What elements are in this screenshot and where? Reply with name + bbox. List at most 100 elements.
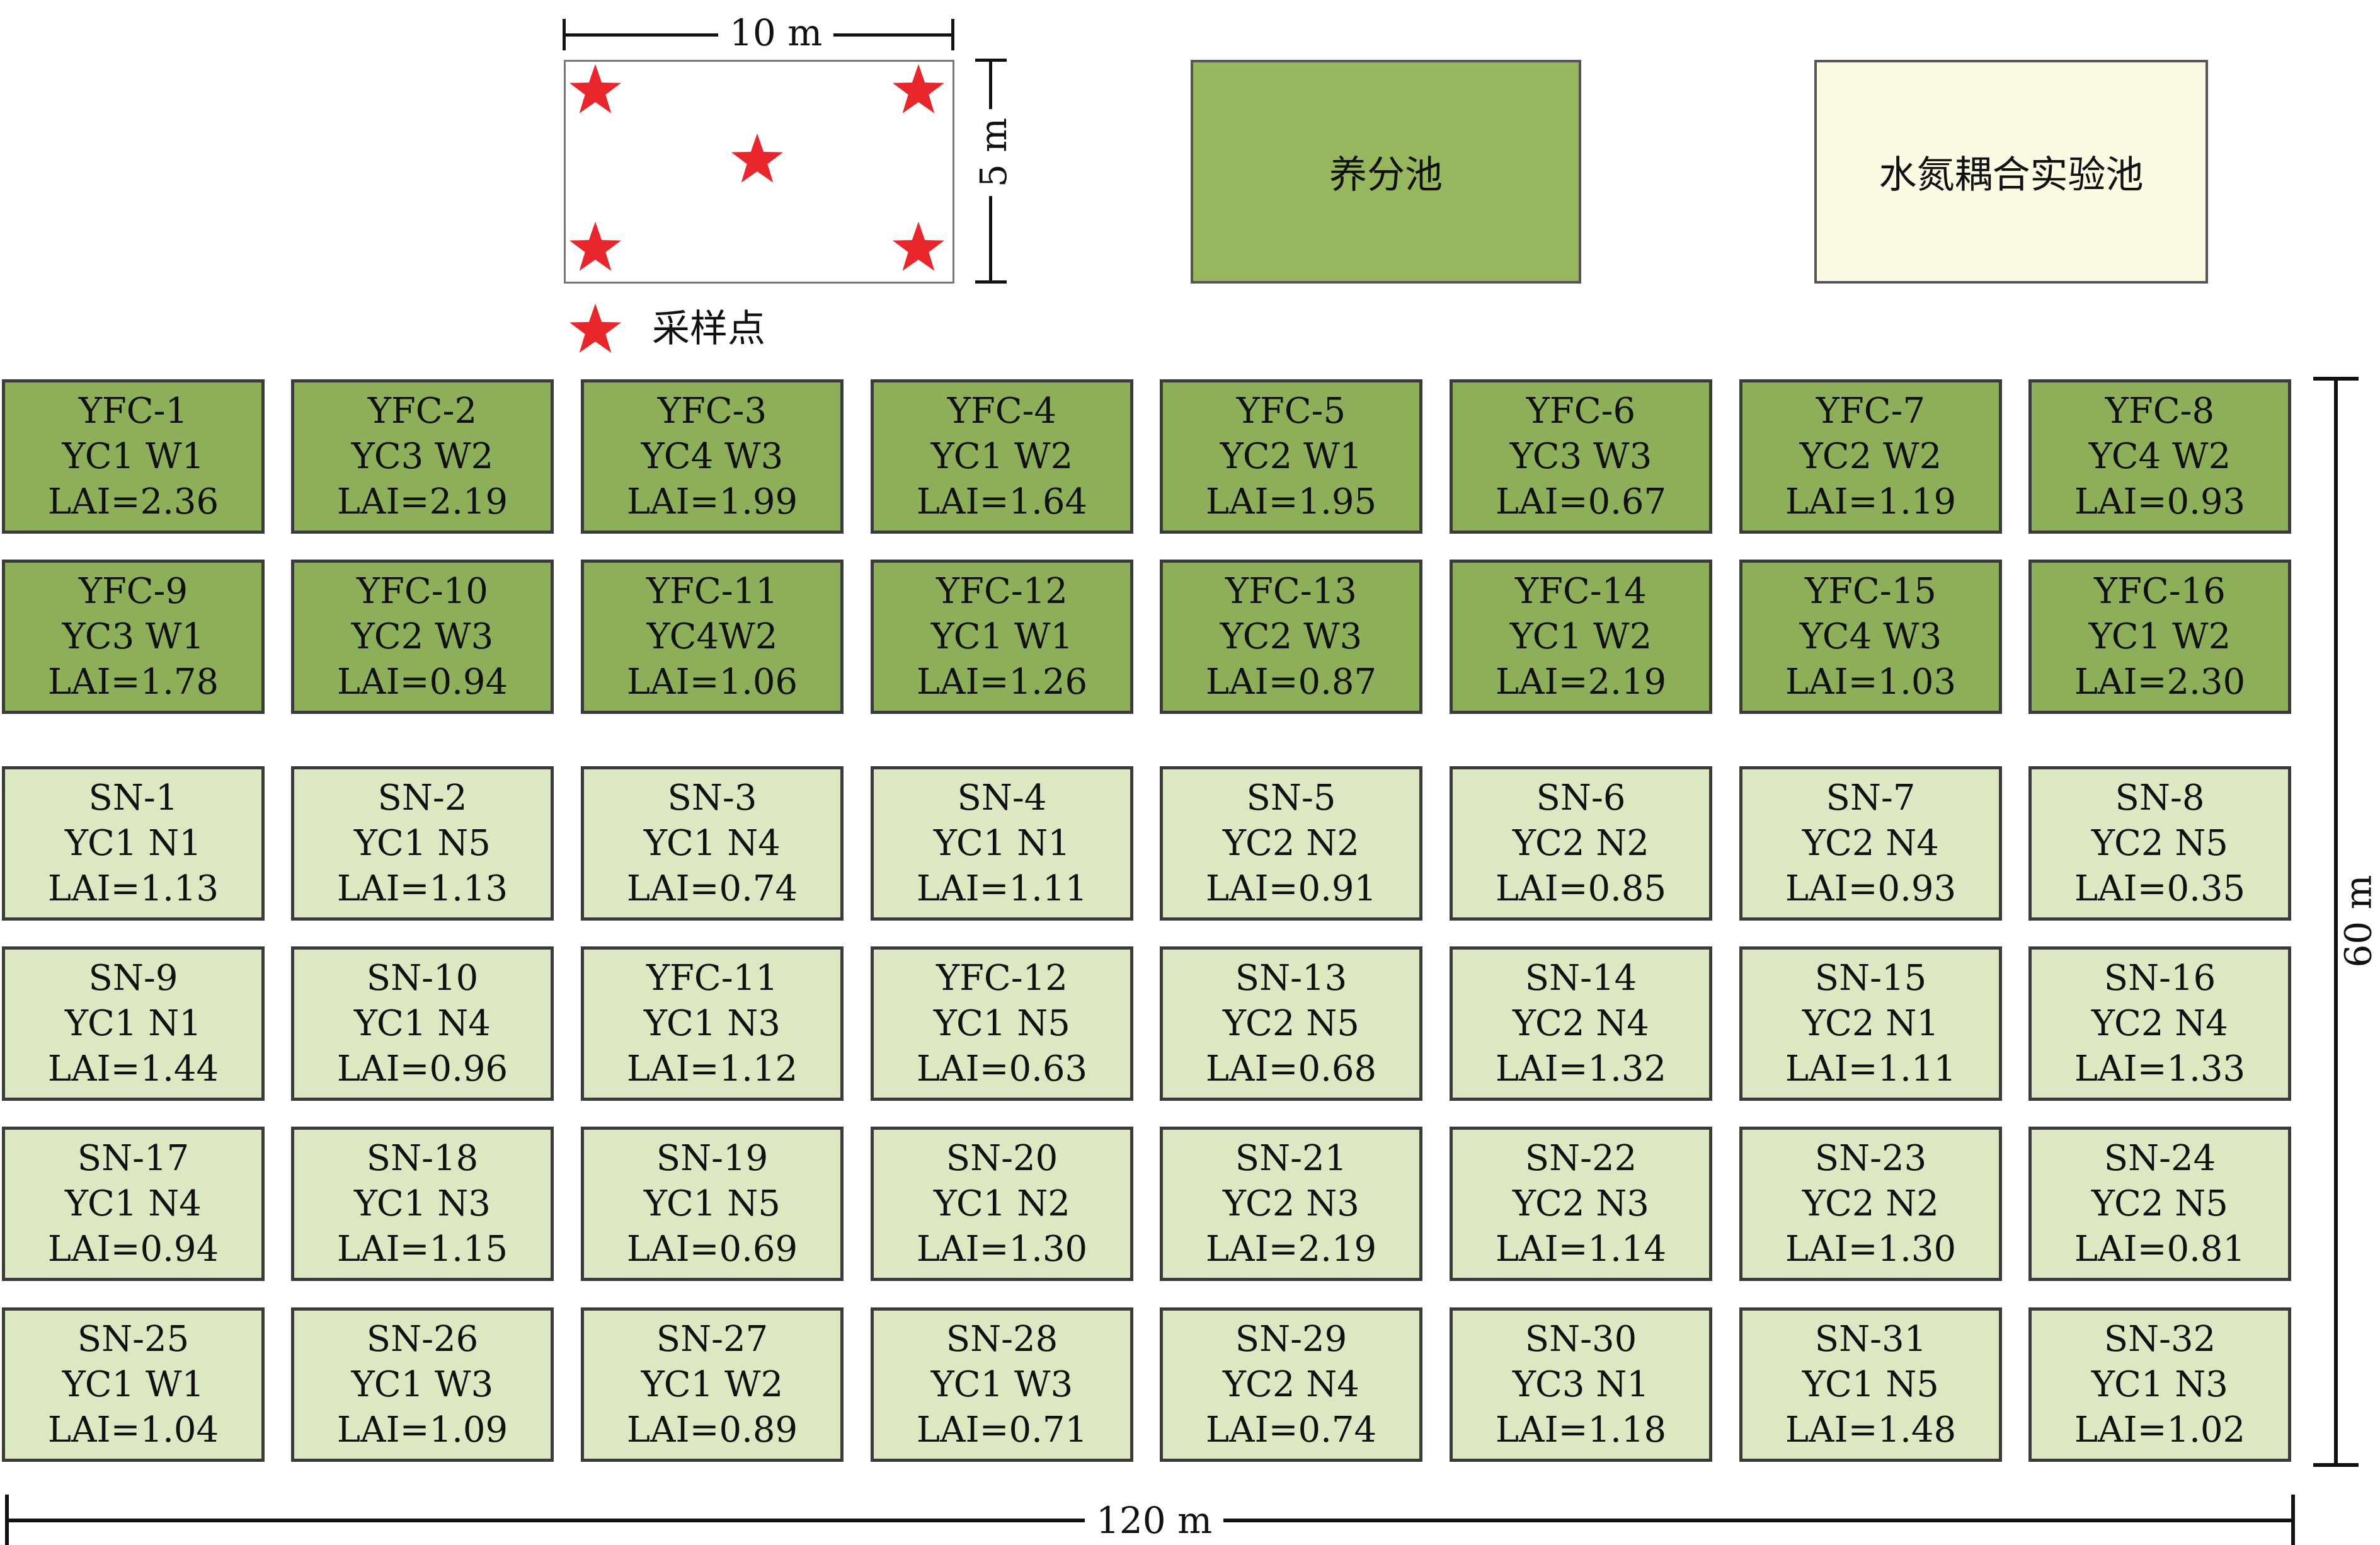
plot-id: YFC-15 bbox=[1805, 570, 1937, 612]
plot-treatment: YC1 W2 bbox=[1509, 616, 1652, 657]
plot-id: SN-18 bbox=[366, 1137, 479, 1179]
plot-id: YFC-8 bbox=[2105, 390, 2215, 432]
plot-lai: LAI=1.02 bbox=[2074, 1409, 2246, 1450]
plot-id: SN-26 bbox=[366, 1318, 479, 1360]
plot-lai: LAI=1.32 bbox=[1495, 1048, 1667, 1089]
plot-lai: LAI=2.19 bbox=[1205, 1228, 1377, 1270]
plot-id: YFC-6 bbox=[1526, 390, 1636, 432]
plot-lai: LAI=0.93 bbox=[1785, 868, 1957, 909]
plot-id: SN-6 bbox=[1536, 777, 1626, 818]
inset-height-tick-top bbox=[975, 59, 1007, 62]
plot-lai: LAI=0.93 bbox=[2074, 481, 2246, 522]
plot-id: YFC-5 bbox=[1236, 390, 1346, 432]
plot-id: SN-15 bbox=[1814, 957, 1927, 999]
plot-treatment: YC1 W1 bbox=[930, 616, 1073, 657]
plot-lai: LAI=1.48 bbox=[1785, 1409, 1957, 1450]
plot-id: YFC-13 bbox=[1225, 570, 1357, 612]
plot-treatment: YC1 W3 bbox=[351, 1364, 494, 1405]
plot-lai: LAI=1.99 bbox=[626, 481, 798, 522]
plot-id: YFC-3 bbox=[657, 390, 767, 432]
plot-treatment: YC3 N1 bbox=[1513, 1364, 1649, 1405]
plot-id: SN-14 bbox=[1525, 957, 1637, 999]
plot-lai: LAI=2.19 bbox=[1495, 661, 1667, 703]
plot-id: SN-21 bbox=[1235, 1137, 1347, 1179]
plot-treatment: YC1 N4 bbox=[65, 1183, 202, 1224]
plot-lai: LAI=0.81 bbox=[2074, 1228, 2246, 1270]
plot-id: YFC-9 bbox=[78, 570, 188, 612]
field-height-label: 60 m bbox=[2337, 863, 2380, 979]
plot-treatment: YC2 N4 bbox=[2091, 1002, 2228, 1044]
plot-id: SN-16 bbox=[2103, 957, 2216, 999]
plot-id: SN-22 bbox=[1525, 1137, 1637, 1179]
plot-treatment: YC1 W2 bbox=[2088, 616, 2231, 657]
plot-id: SN-9 bbox=[88, 957, 178, 999]
plot-treatment: YC1 W2 bbox=[930, 435, 1073, 477]
plot-treatment: YC1 N4 bbox=[644, 822, 781, 864]
plot-id: SN-13 bbox=[1235, 957, 1347, 999]
plot-lai: LAI=0.63 bbox=[916, 1048, 1088, 1089]
plot-lai: LAI=1.26 bbox=[916, 661, 1088, 703]
plot-id: YFC-1 bbox=[78, 390, 188, 432]
plot-treatment: YC2 N3 bbox=[1223, 1183, 1359, 1224]
plot-lai: LAI=1.04 bbox=[47, 1409, 219, 1450]
plot-id: SN-1 bbox=[88, 777, 178, 818]
plot-lai: LAI=1.03 bbox=[1785, 661, 1957, 703]
plot-treatment: YC2 N2 bbox=[1513, 822, 1649, 864]
plot-lai: LAI=2.19 bbox=[336, 481, 508, 522]
plot-id: SN-30 bbox=[1525, 1318, 1637, 1360]
plot-treatment: YC1 W1 bbox=[62, 1364, 205, 1405]
sampling-star-icon bbox=[892, 64, 945, 113]
plot-id: YFC-12 bbox=[936, 957, 1068, 999]
plot-lai: LAI=1.12 bbox=[626, 1048, 798, 1089]
plot-treatment: YC2 N5 bbox=[2091, 822, 2228, 864]
plot-treatment: YC1 N1 bbox=[934, 822, 1070, 864]
legend-star-icon bbox=[569, 303, 622, 353]
plot-lai: LAI=1.18 bbox=[1495, 1409, 1667, 1450]
plot-lai: LAI=0.91 bbox=[1205, 868, 1377, 909]
plot-treatment: YC3 W3 bbox=[1509, 435, 1652, 477]
nutrient-pool-label: 养分池 bbox=[1329, 153, 1443, 197]
plot-id: SN-29 bbox=[1235, 1318, 1347, 1360]
plot-treatment: YC3 W1 bbox=[62, 616, 205, 657]
plot-lai: LAI=0.69 bbox=[626, 1228, 798, 1270]
inset-height-tick-bottom bbox=[975, 280, 1007, 284]
plot-id: YFC-10 bbox=[357, 570, 488, 612]
sampling-star-icon bbox=[892, 221, 945, 271]
legend-sampling-point-label: 采样点 bbox=[652, 307, 765, 351]
plot-id: SN-5 bbox=[1246, 777, 1336, 818]
plot-lai: LAI=0.89 bbox=[626, 1409, 798, 1450]
plot-treatment: YC3 W2 bbox=[351, 435, 494, 477]
plot-treatment: YC1 N5 bbox=[1802, 1364, 1939, 1405]
plot-lai: LAI=1.15 bbox=[336, 1228, 508, 1270]
